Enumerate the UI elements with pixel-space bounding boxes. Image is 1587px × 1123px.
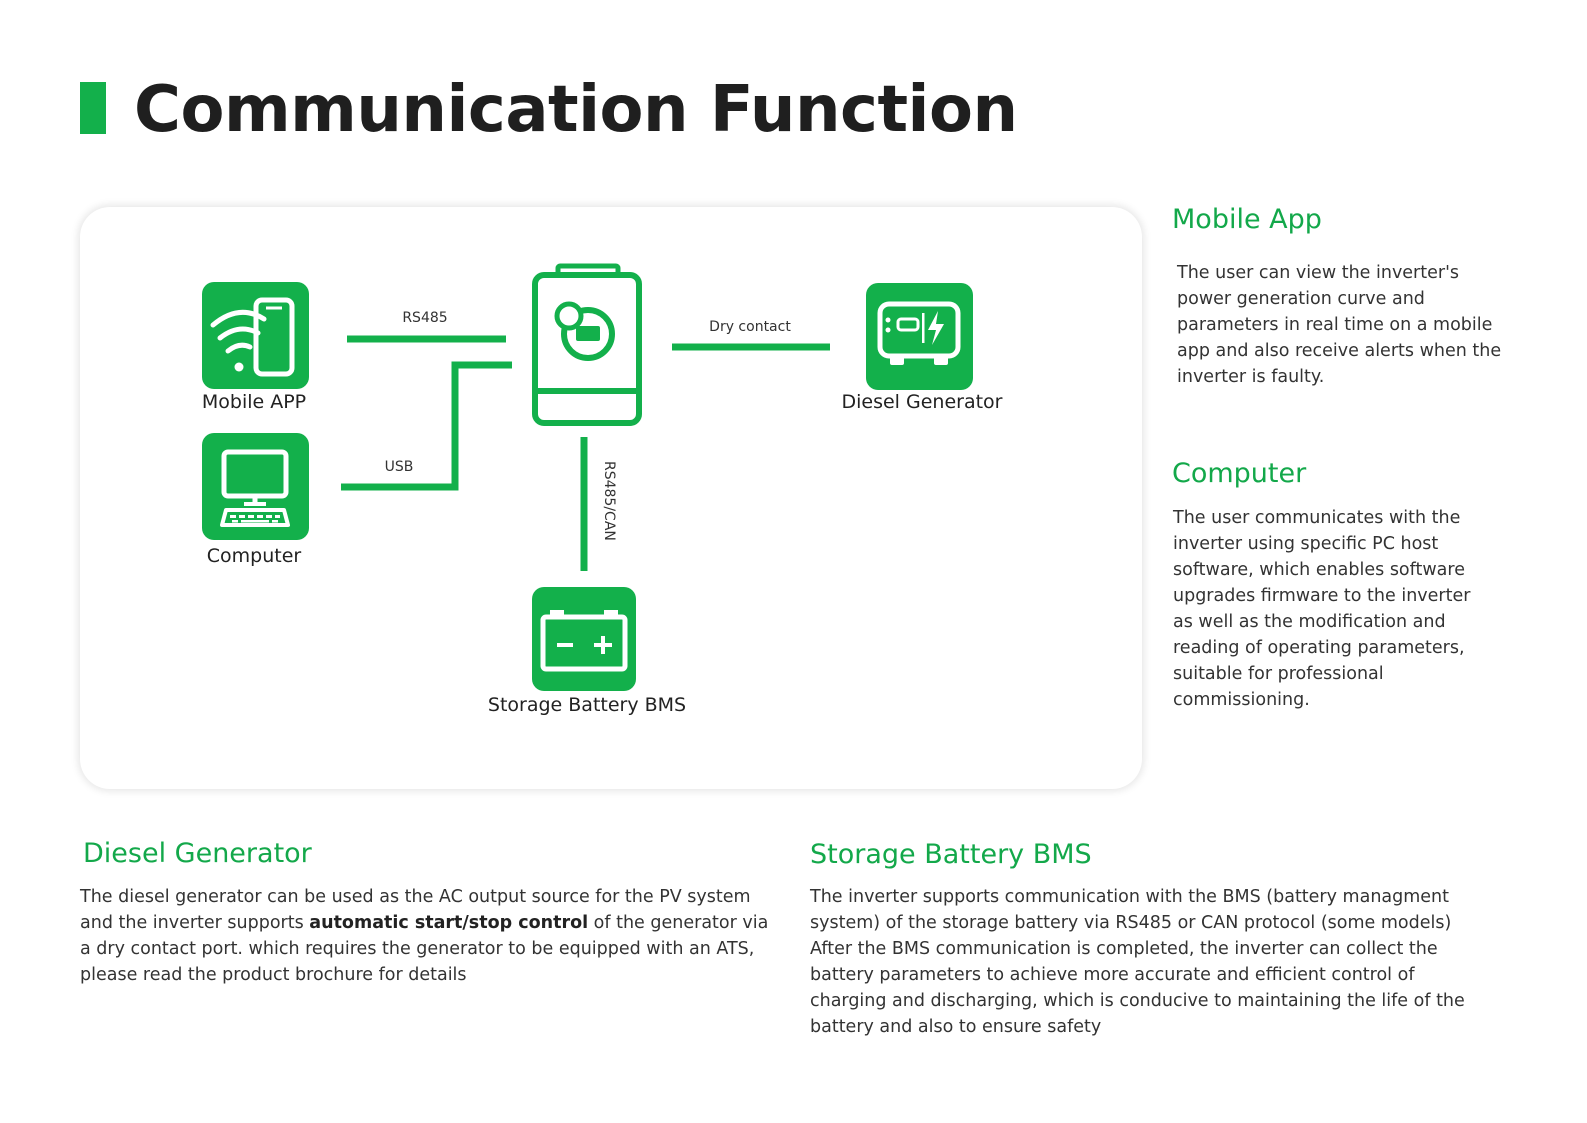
section-body-storage-battery-bms: The inverter supports communication with… [810,887,1465,1037]
section-body-mobile-app: The user can view the inverter's power g… [1177,263,1502,387]
battery-icon [532,587,636,691]
link-label-usb: USB [384,459,414,475]
page-title: Communication Function [134,73,1018,147]
section-body-diesel-generator-part1: The diesel generator can be used as the … [80,887,751,933]
section-body-computer: The user communicates with the inverter … [1173,508,1471,710]
wifi-phone-icon [202,282,309,389]
link-label-rs485: RS485 [402,310,448,326]
section-title-diesel-generator: Diesel Generator [83,838,312,869]
section-title-storage-battery-bms: Storage Battery BMS [810,839,1092,870]
communication-diagram [202,263,973,691]
link-line-usb [341,361,512,491]
section-body-diesel-generator: The diesel generator can be used as the … [80,884,770,988]
desktop-computer-icon [202,433,309,540]
section-body-diesel-generator-part2: of the generator via a dry contact port.… [80,913,769,985]
node-label-diesel-generator: Diesel Generator [841,391,1003,413]
inverter-icon [532,263,642,426]
title-accent-bar [80,82,106,134]
generator-icon [866,283,973,390]
node-label-computer: Computer [206,545,302,567]
node-label-mobile-app: Mobile APP [201,391,307,413]
section-title-computer: Computer [1172,458,1307,489]
node-label-storage-battery: Storage Battery BMS [487,694,687,716]
diagram-panel: RS485 USB Dry contact RS485/CAN Mobile A… [80,207,1142,789]
link-label-rs485-can: RS485/CAN [601,461,617,541]
link-label-dry-contact: Dry contact [709,319,791,335]
section-title-mobile-app: Mobile App [1172,204,1322,235]
section-body-diesel-generator-bold: automatic start/stop control [309,913,589,933]
